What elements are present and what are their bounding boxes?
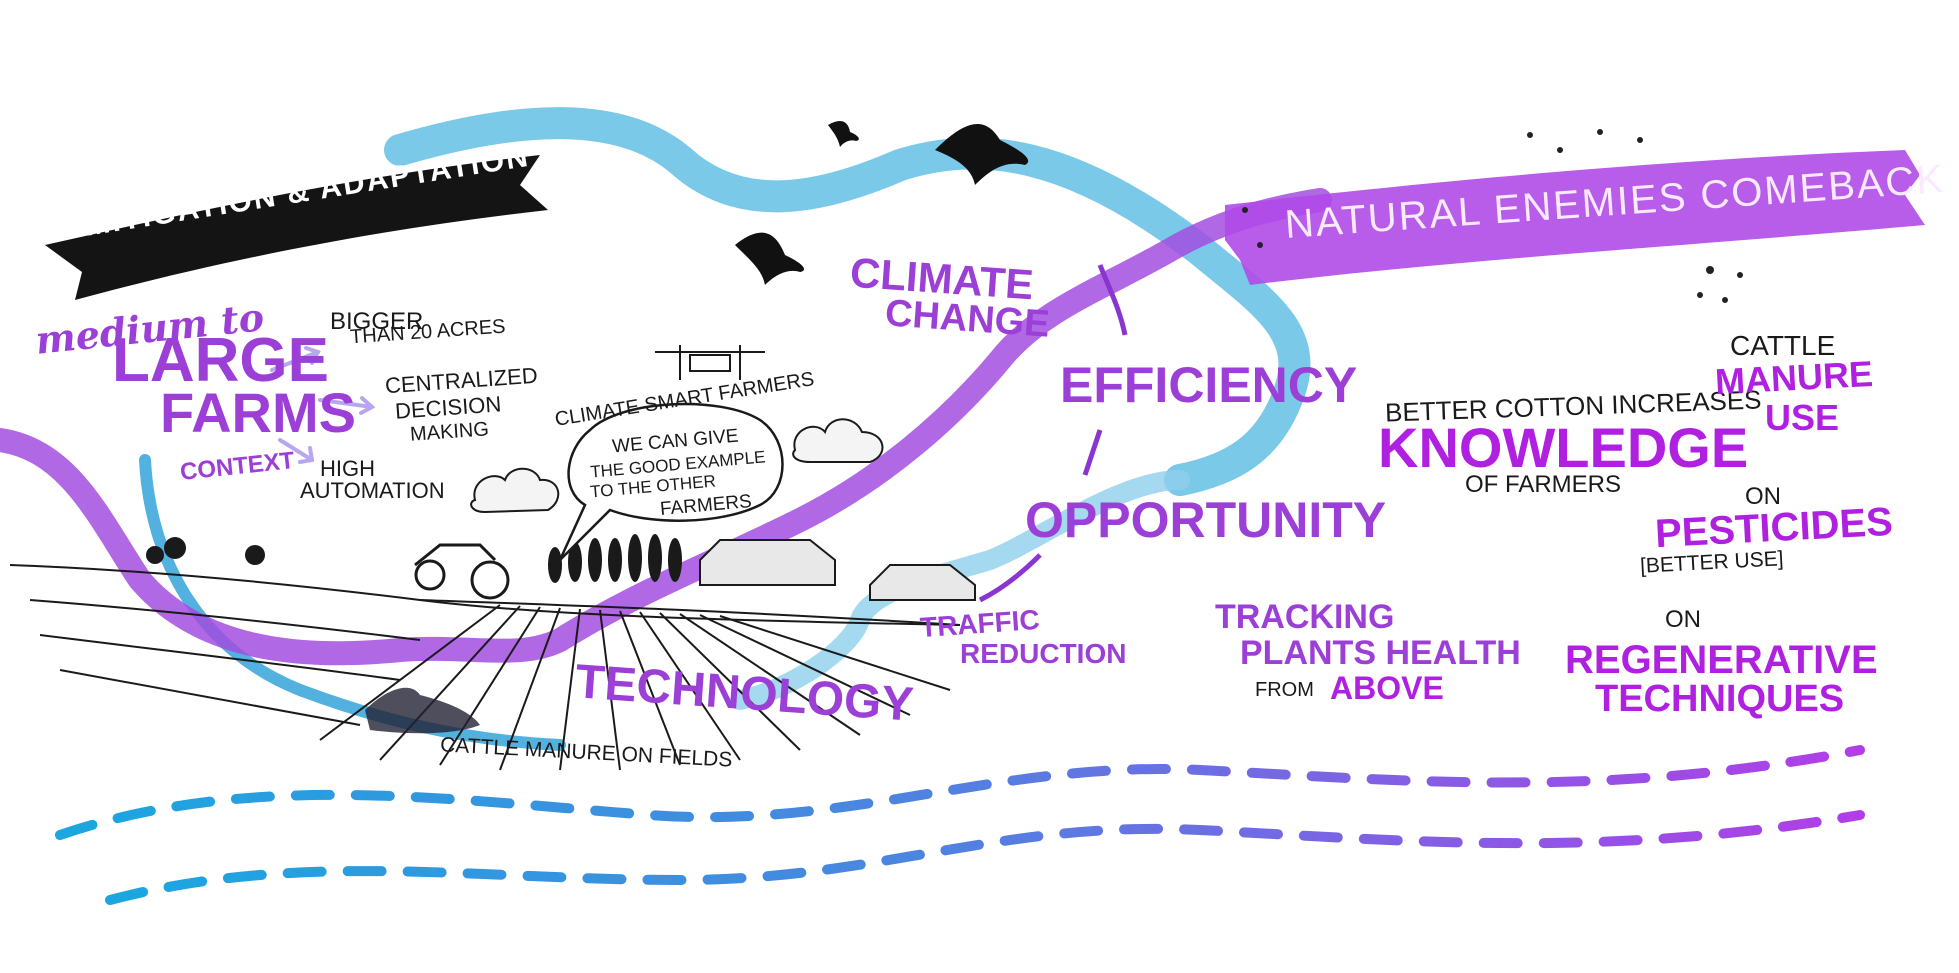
automation-text: AUTOMATION bbox=[300, 478, 445, 503]
seed-dots bbox=[1242, 129, 1743, 303]
mitigation-banner-shape bbox=[45, 155, 548, 300]
natural-enemies-banner-shape bbox=[1225, 150, 1925, 285]
on-regenerative-text: ON bbox=[1665, 606, 1701, 633]
climate-connector bbox=[1097, 264, 1128, 336]
tracking-text: TRACKING bbox=[1215, 598, 1395, 636]
knowledge-text: KNOWLEDGE bbox=[1378, 416, 1749, 479]
dashed-wave-upper bbox=[55, 745, 1865, 840]
farm-fields bbox=[9, 564, 961, 771]
tractor bbox=[414, 543, 510, 600]
cattle-text: CATTLE bbox=[1730, 330, 1836, 361]
above-text: ABOVE bbox=[1330, 670, 1444, 706]
on-pesticides-text: ON bbox=[1745, 483, 1781, 510]
plants-health-text: PLANTS HEALTH bbox=[1240, 634, 1521, 672]
reduction-text: REDUCTION bbox=[960, 638, 1127, 669]
opportunity-connector bbox=[978, 553, 1042, 603]
barns bbox=[699, 539, 976, 601]
opportunity-text: OPPORTUNITY bbox=[1025, 492, 1387, 548]
drone bbox=[655, 345, 765, 380]
bigger-text: BIGGER bbox=[330, 308, 424, 335]
clouds bbox=[470, 418, 884, 514]
farms-text: FARMS bbox=[160, 381, 356, 444]
large-text: LARGE bbox=[112, 326, 329, 395]
making-text: MAKING bbox=[409, 418, 490, 446]
manure-pile bbox=[365, 687, 480, 734]
blue-river-left bbox=[139, 454, 566, 751]
manure-text: MANURE bbox=[1714, 352, 1874, 403]
of-farmers-text: OF FARMERS bbox=[1465, 471, 1622, 498]
regenerative-text: REGENERATIVE bbox=[1565, 638, 1878, 682]
efficiency-connector bbox=[1082, 429, 1103, 476]
arrows bbox=[270, 346, 376, 464]
speech-bubble bbox=[558, 402, 784, 561]
efficiency-text: EFFICIENCY bbox=[1060, 357, 1358, 413]
high-text: HIGH bbox=[320, 456, 375, 481]
dashed-wave-lower bbox=[105, 810, 1865, 905]
tree-row bbox=[146, 534, 682, 583]
techniques-text: TECHNIQUES bbox=[1595, 678, 1845, 720]
birds bbox=[735, 120, 1029, 285]
use-text: USE bbox=[1765, 397, 1840, 438]
from-text: FROM bbox=[1255, 679, 1314, 701]
